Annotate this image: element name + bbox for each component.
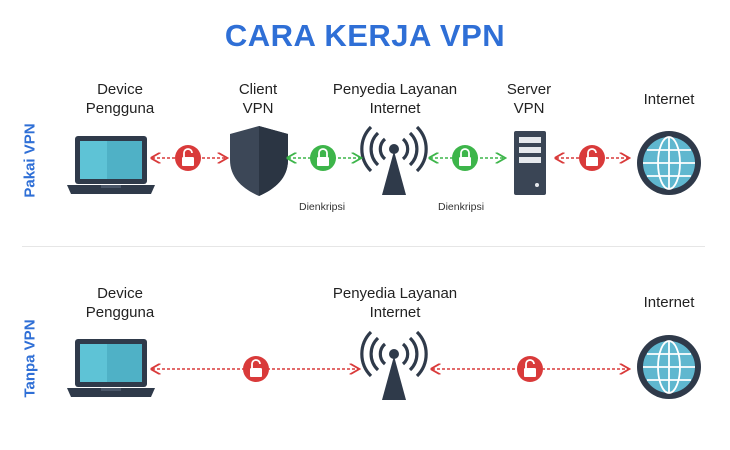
laptop-icon	[67, 339, 155, 397]
label-server-vpn: Server VPN	[506, 81, 552, 117]
section-divider	[22, 246, 705, 247]
open-lock-icon	[516, 355, 544, 383]
label-internet-vpn: Internet	[643, 91, 695, 108]
caption-dienkripsi-1: Dienkripsi	[299, 201, 346, 213]
globe-icon	[636, 334, 702, 400]
label-device-pengguna-novpn: Device Pengguna	[85, 285, 155, 321]
antenna-icon	[360, 330, 428, 402]
antenna-icon	[360, 125, 428, 197]
lock-icon	[309, 144, 337, 172]
diagram-title: CARA KERJA VPN	[224, 18, 506, 53]
caption-dienkripsi-2: Dienkripsi	[438, 201, 485, 213]
label-internet-novpn: Internet	[643, 294, 695, 311]
lock-icon	[451, 144, 479, 172]
open-lock-icon	[578, 144, 606, 172]
label-device-pengguna-vpn: Device Pengguna	[85, 81, 155, 117]
open-lock-icon	[242, 355, 270, 383]
globe-icon	[636, 130, 702, 196]
open-lock-icon	[174, 144, 202, 172]
label-penyedia-layanan-vpn: Penyedia Layanan Internet	[332, 81, 458, 117]
label-penyedia-layanan-novpn: Penyedia Layanan Internet	[332, 285, 458, 321]
label-client-vpn: Client VPN	[238, 81, 278, 117]
laptop-icon	[67, 136, 155, 194]
shield-icon	[230, 126, 288, 196]
server-icon	[514, 131, 546, 195]
